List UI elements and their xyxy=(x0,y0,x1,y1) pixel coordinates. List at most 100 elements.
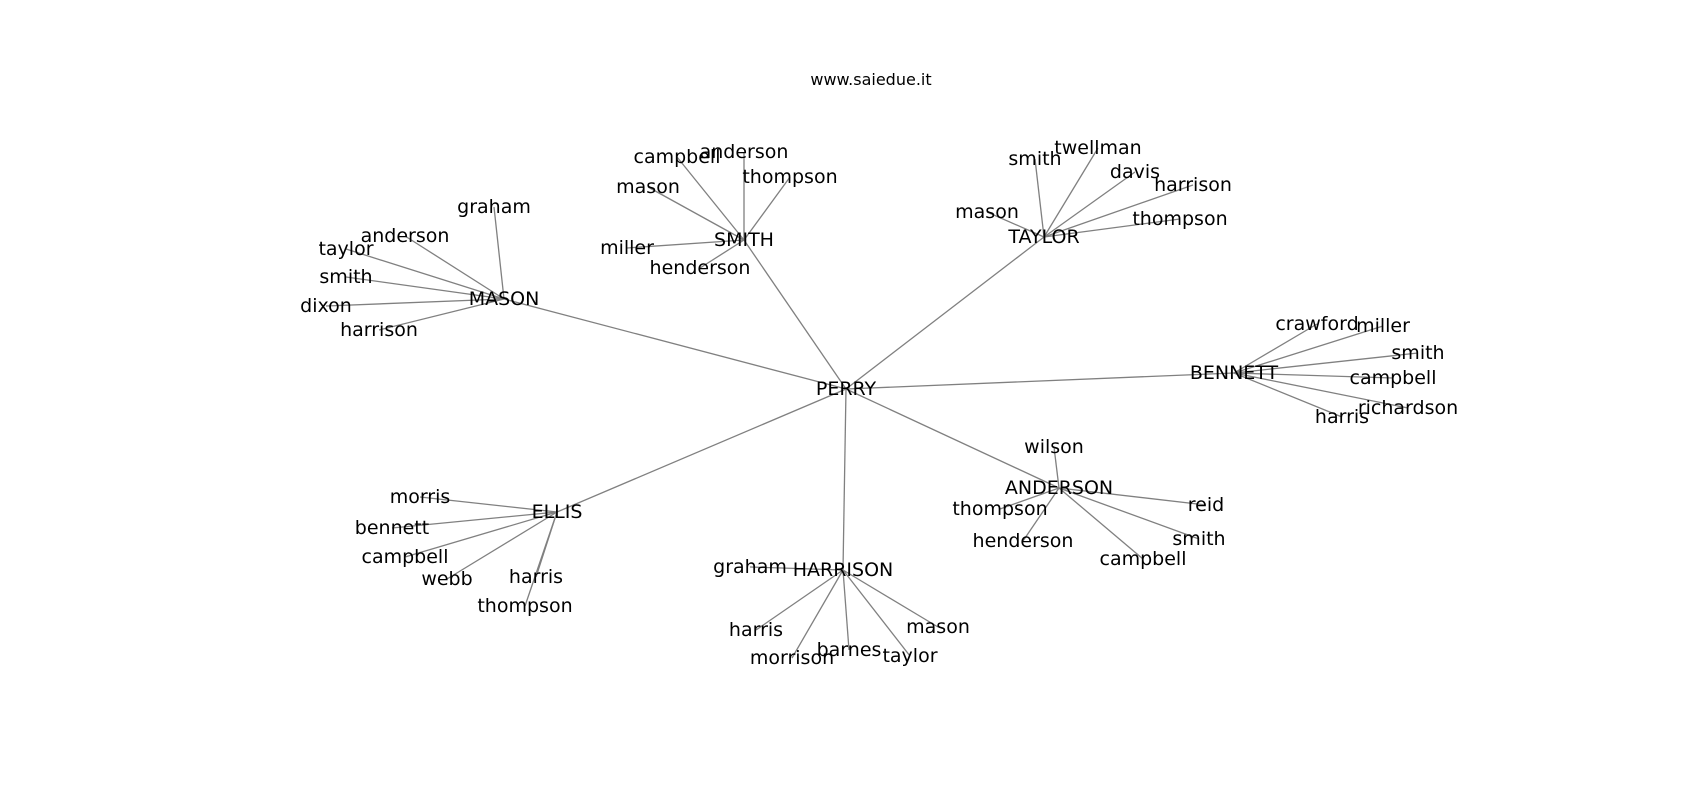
edge-perry-taylor xyxy=(845,236,1045,390)
edge-bennett-bennett_campbell xyxy=(1233,372,1394,379)
site-title: www.saiedue.it xyxy=(810,70,932,89)
node-label-harrison-morrison: morrison xyxy=(750,647,834,669)
edge-bennett-bennett_miller xyxy=(1233,325,1384,374)
node-label-smith: SMITH xyxy=(714,229,774,251)
edge-anderson-anderson_wilson xyxy=(1053,446,1060,489)
node-label-smith-anderson: anderson xyxy=(700,141,789,163)
node-label-smith-thompson: thompson xyxy=(742,166,837,188)
node-label-harrison-taylor: taylor xyxy=(882,645,937,667)
node-label-bennett-richardson: richardson xyxy=(1358,397,1458,419)
edge-mason-mason_anderson xyxy=(404,235,505,300)
edge-harrison-harrison_taylor xyxy=(842,569,911,657)
node-label-harrison-mason: mason xyxy=(906,616,970,638)
node-label-taylor-harrison: harrison xyxy=(1154,174,1232,196)
edge-anderson-anderson_thompson xyxy=(999,487,1060,510)
node-label-anderson-campbell: campbell xyxy=(1100,548,1187,570)
node-label-smith-miller: miller xyxy=(600,237,654,259)
node-label-anderson-smith: smith xyxy=(1172,528,1225,550)
node-label-harrison: HARRISON xyxy=(793,559,894,581)
edge-perry-mason xyxy=(503,298,847,390)
edge-taylor-taylor_smith xyxy=(1034,158,1045,238)
edge-smith-smith_campbell xyxy=(676,156,745,241)
node-label-anderson: ANDERSON xyxy=(1005,477,1113,499)
node-label-ellis: ELLIS xyxy=(532,501,583,523)
edge-ellis-ellis_campbell xyxy=(404,511,558,558)
node-label-smith-campbell: campbell xyxy=(634,146,721,168)
edge-ellis-ellis_morris xyxy=(419,496,558,513)
edge-bennett-bennett_richardson xyxy=(1233,372,1409,409)
edge-ellis-ellis_bennett xyxy=(391,511,558,529)
edge-perry-anderson xyxy=(845,388,1060,489)
node-label-mason-taylor: taylor xyxy=(318,238,373,260)
node-label-mason-harrison: harrison xyxy=(340,319,418,341)
node-label-mason-dixon: dixon xyxy=(300,295,352,317)
edge-mason-mason_dixon xyxy=(325,298,505,307)
edge-anderson-anderson_campbell xyxy=(1058,487,1144,560)
node-label-smith-henderson: henderson xyxy=(650,257,751,279)
node-label-taylor-thompson: thompson xyxy=(1132,208,1227,230)
edge-ellis-ellis_webb xyxy=(446,511,558,580)
edge-taylor-taylor_mason xyxy=(986,211,1045,238)
edge-perry-bennett xyxy=(845,372,1235,390)
node-label-harrison-barnes: barnes xyxy=(817,639,882,661)
node-label-ellis-webb: webb xyxy=(421,568,472,590)
edge-ellis-ellis_thompson xyxy=(524,511,558,607)
edge-anderson-anderson_henderson xyxy=(1022,487,1060,542)
node-label-ellis-campbell: campbell xyxy=(362,546,449,568)
edge-harrison-harrison_morrison xyxy=(791,569,844,659)
node-label-perry: PERRY xyxy=(816,378,877,400)
edges-layer xyxy=(325,147,1419,659)
edge-mason-mason_harrison xyxy=(378,298,505,331)
node-label-ellis-harris: harris xyxy=(509,566,563,588)
node-label-bennett-smith: smith xyxy=(1391,342,1444,364)
edge-taylor-taylor_twellman xyxy=(1043,147,1099,238)
node-label-anderson-reid: reid xyxy=(1188,494,1224,516)
node-label-harrison-harris: harris xyxy=(729,619,783,641)
edge-bennett-bennett_crawford xyxy=(1233,323,1318,374)
edge-harrison-harrison_mason xyxy=(842,569,939,628)
node-label-mason-smith: smith xyxy=(319,266,372,288)
labels-layer: PERRY MASON SMITH TAYLOR BENNETT ANDERSON HARR… xyxy=(300,137,1458,669)
node-label-anderson-wilson: wilson xyxy=(1024,436,1084,458)
node-label-bennett-miller: miller xyxy=(1356,315,1410,337)
edge-anderson-anderson_reid xyxy=(1058,487,1207,506)
edge-mason-mason_smith xyxy=(345,276,505,300)
edge-mason-mason_graham xyxy=(493,206,505,300)
node-label-anderson-thompson: thompson xyxy=(952,498,1047,520)
node-label-smith-mason: mason xyxy=(616,176,680,198)
node-label-taylor: TAYLOR xyxy=(1007,226,1079,248)
edge-harrison-harrison_barnes xyxy=(842,569,850,651)
node-label-bennett-campbell: campbell xyxy=(1350,367,1437,389)
edge-bennett-bennett_harris xyxy=(1233,372,1343,418)
edge-perry-smith xyxy=(743,239,847,390)
edge-perry-ellis xyxy=(556,388,847,513)
edge-anderson-anderson_smith xyxy=(1058,487,1200,540)
node-label-taylor-twellman: twellman xyxy=(1054,137,1141,159)
node-label-taylor-smith: smith xyxy=(1008,148,1061,170)
node-label-harrison-graham: graham xyxy=(713,556,787,578)
edge-harrison-harrison_harris xyxy=(755,569,844,631)
node-label-ellis-morris: morris xyxy=(390,486,451,508)
edge-taylor-taylor_davis xyxy=(1043,171,1136,238)
edge-mason-mason_taylor xyxy=(345,248,505,300)
edge-smith-smith_mason xyxy=(647,186,745,241)
node-label-anderson-henderson: henderson xyxy=(973,530,1074,552)
edge-harrison-harrison_graham xyxy=(749,566,844,571)
edge-taylor-taylor_harrison xyxy=(1043,184,1194,238)
node-label-mason-graham: graham xyxy=(457,196,531,218)
node-label-bennett: BENNETT xyxy=(1190,362,1279,384)
edge-bennett-bennett_smith xyxy=(1233,352,1419,374)
edge-smith-smith_thompson xyxy=(743,176,791,241)
node-label-mason: MASON xyxy=(469,288,540,310)
node-label-bennett-harris: harris xyxy=(1315,406,1369,428)
edge-perry-harrison xyxy=(842,388,847,571)
edge-smith-smith_miller xyxy=(626,239,745,249)
node-label-taylor-mason: mason xyxy=(955,201,1019,223)
node-label-mason-anderson: anderson xyxy=(361,225,450,247)
node-label-bennett-crawford: crawford xyxy=(1275,313,1358,335)
node-label-ellis-thompson: thompson xyxy=(477,595,572,617)
edge-taylor-taylor_thompson xyxy=(1043,218,1181,238)
edge-smith-smith_henderson xyxy=(699,239,745,269)
node-label-ellis-bennett: bennett xyxy=(355,517,429,539)
